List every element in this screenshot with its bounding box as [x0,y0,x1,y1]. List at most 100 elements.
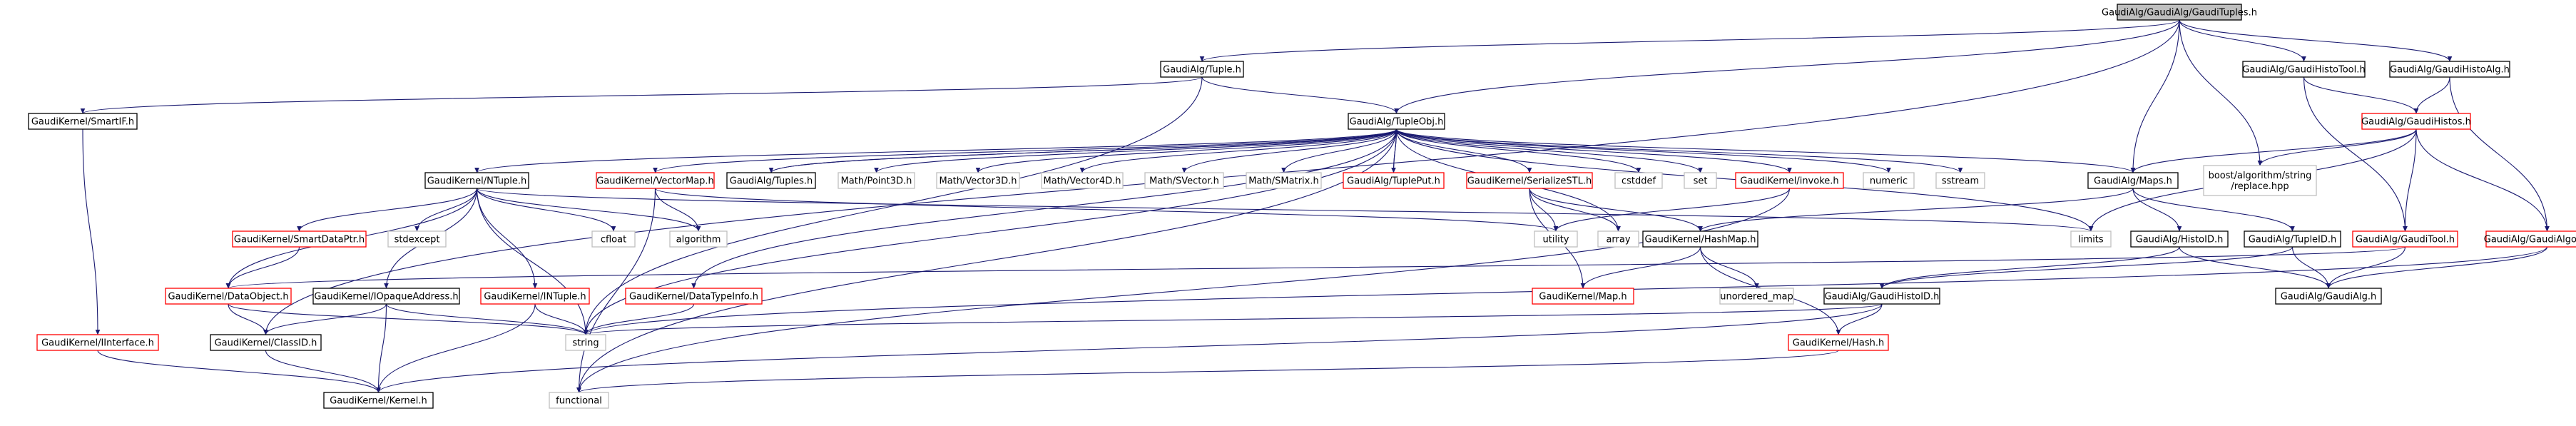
node-box [1144,172,1224,189]
dependency-edge [2449,76,2547,231]
node-functional: functional [549,392,609,409]
dependency-edge [2416,76,2450,113]
node-vector3d: Math/Vector3D.h [936,172,1020,189]
node-box [1863,172,1915,189]
node-tuples-root[interactable]: GaudiAlg/GaudiAlg/GaudiTuples.h [2102,4,2257,21]
dependency-edge [1395,128,1639,173]
node-gaudialg-h[interactable]: GaudiAlg/GaudiAlg.h [2275,288,2382,305]
dependency-edge [97,350,379,392]
node-box [1532,288,1634,305]
node-label: numeric [1870,176,1908,187]
node-box [726,172,816,189]
node-vectormap-h[interactable]: GaudiKernel/VectorMap.h [596,172,715,189]
node-dataobject-h[interactable]: GaudiKernel/DataObject.h [165,288,292,305]
dependency-edge [586,76,1203,335]
node-box [1935,172,1985,189]
node-box [1343,172,1445,189]
node-histotool-h[interactable]: GaudiAlg/GaudiHistoTool.h [2242,61,2366,78]
node-label: GaudiKernel/SmartIF.h [31,117,134,128]
dependency-edge [579,188,656,392]
node-box [2130,230,2229,248]
node-box [2485,230,2576,248]
node-box [1719,288,1794,305]
node-box [36,334,159,351]
node-utility: utility [1534,230,1578,248]
node-gaudialgorithm-h[interactable]: GaudiAlg/GaudiAlgorithm.h [2484,230,2576,248]
node-histoalg-h[interactable]: GaudiAlg/GaudiHistoAlg.h [2389,61,2510,78]
node-kernel-h[interactable]: GaudiKernel/Kernel.h [323,392,434,409]
node-box [1041,172,1124,189]
node-iopaqueaddress-h[interactable]: GaudiKernel/IOpaqueAddress.h [312,288,460,305]
node-smartdataptr-h[interactable]: GaudiKernel/SmartDataPtr.h [232,230,367,248]
node-tupleid-h[interactable]: GaudiAlg/TupleID.h [2244,230,2341,248]
node-serializestl-h[interactable]: GaudiKernel/SerializeSTL.h [1466,172,1593,189]
node-tupleput-h[interactable]: GaudiAlg/TuplePut.h [1343,172,1445,189]
node-hashmap-h[interactable]: GaudiKernel/HashMap.h [1642,230,1758,248]
node-invoke-h[interactable]: GaudiKernel/invoke.h [1735,172,1844,189]
node-interface-h[interactable]: GaudiKernel/IInterface.h [36,334,159,351]
node-ntuple-h[interactable]: GaudiKernel/NTuple.h [424,172,529,189]
node-label: boost/algorithm/string [2209,171,2312,181]
node-label: GaudiKernel/Kernel.h [330,396,427,407]
node-label: /replace.hpp [2231,181,2289,192]
dependency-edge [2179,19,2304,61]
node-box [2389,61,2510,78]
node-gauditool-h[interactable]: GaudiAlg/GaudiTool.h [2352,230,2458,248]
dependency-edge [1395,128,1889,173]
node-histoid-h[interactable]: GaudiAlg/HistoID.h [2130,230,2229,248]
node-tuple-h[interactable]: GaudiAlg/Tuple.h [1160,61,1244,78]
node-label: GaudiKernel/HashMap.h [1645,235,1756,245]
node-box [2275,288,2382,305]
node-box [1348,113,1445,130]
node-stdexcept: stdexcept [387,230,447,248]
node-box [1823,288,1940,305]
dependency-edge [2179,246,2328,288]
dependency-edge [379,303,536,392]
dependency-edge [2260,128,2417,166]
node-maps-h[interactable]: GaudiAlg/Maps.h [2087,172,2179,189]
node-gaudihistos-h[interactable]: GaudiAlg/GaudiHistos.h [2361,113,2471,130]
node-label: limits [2078,235,2104,245]
node-boost-replace: boost/algorithm/string/replace.hpp [2203,165,2317,196]
node-box [28,113,138,130]
dependency-edge [476,188,536,288]
node-box [565,334,606,351]
node-smartif-h[interactable]: GaudiKernel/SmartIF.h [28,113,138,130]
dependency-edge [579,128,1398,392]
node-label: Math/Vector3D.h [940,176,1017,187]
dependency-edge [1395,128,1790,173]
dependency-edge [586,303,1883,335]
node-box [591,230,636,248]
node-gaudituples-h[interactable]: GaudiAlg/Tuples.h [726,172,816,189]
node-box [210,334,322,351]
node-label: GaudiKernel/Map.h [1539,292,1626,303]
node-string: string [565,334,606,351]
dependency-edge [2179,19,2260,166]
node-gaudihistoid-h[interactable]: GaudiAlg/GaudiHistoID.h [1823,288,1940,305]
node-box [165,288,292,305]
node-datatypeinfo-h[interactable]: GaudiKernel/DataTypeInfo.h [625,288,763,305]
node-hash-h[interactable]: GaudiKernel/Hash.h [1788,334,1889,351]
dependency-edge [2133,19,2180,173]
dependency-edge [2328,246,2548,288]
node-algorithm: algorithm [669,230,728,248]
node-label: GaudiKernel/DataTypeInfo.h [629,292,758,303]
dependency-edge [1395,128,2134,173]
node-box [1246,172,1322,189]
dependency-edge [2415,128,2547,231]
node-box [1735,172,1844,189]
node-map-h[interactable]: GaudiKernel/Map.h [1532,288,1634,305]
dependency-edge [379,303,387,392]
node-label: Math/Vector4D.h [1044,176,1121,187]
node-unordered-map: unordered_map [1719,288,1794,305]
node-intuple-h[interactable]: GaudiKernel/INTuple.h [480,288,590,305]
node-box [1597,230,1639,248]
node-label: GaudiAlg/Maps.h [2094,176,2172,187]
node-tupleobj-h[interactable]: GaudiAlg/TupleObj.h [1348,113,1445,130]
dependency-edge [83,76,1203,114]
node-box [2352,230,2458,248]
node-classid-h[interactable]: GaudiKernel/ClassID.h [210,334,322,351]
node-label: GaudiKernel/IOpaqueAddress.h [314,292,458,303]
node-label: GaudiAlg/TupleID.h [2249,235,2337,245]
node-label: array [1606,235,1630,245]
